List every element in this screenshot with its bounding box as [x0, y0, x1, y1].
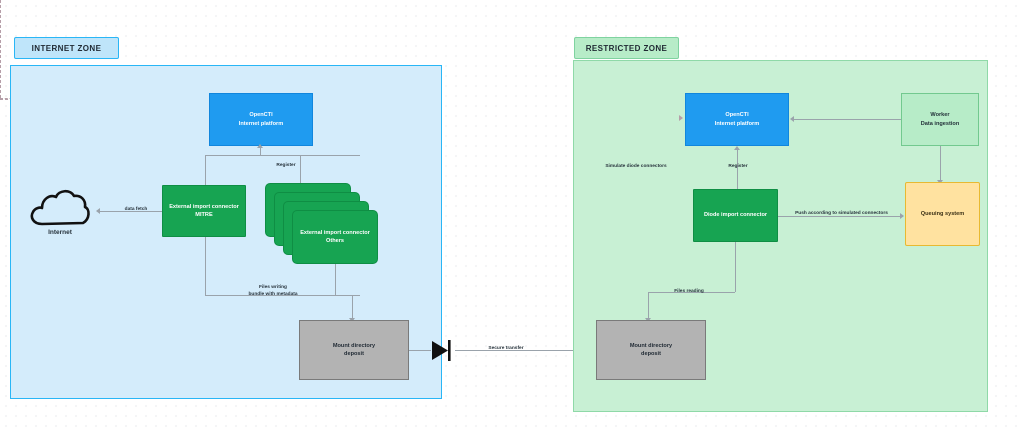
internet-cloud-icon	[28, 186, 92, 228]
edge-push-simulated-label: Push according to simulated connectors	[795, 211, 888, 216]
edge-files-writing-v-down	[352, 295, 353, 319]
mount-dir-left-line1: Mount directory	[332, 342, 376, 349]
edge-files-reading-label: Files reading	[674, 289, 704, 294]
edge-simulate-diode-label: Simulate diode connectors	[605, 164, 667, 169]
edge-files-reading-v-right	[735, 242, 736, 292]
external-import-connector-mitre-node[interactable]: External import connector MITRE	[162, 185, 246, 237]
edge-register-left-v-mitre	[205, 155, 206, 187]
mount-directory-deposit-left-node[interactable]: Mount directory deposit	[299, 320, 409, 380]
worker-line2: Data ingestion	[920, 120, 960, 127]
edge-register-left-h	[205, 155, 360, 156]
internet-zone-badge: INTERNET ZONE	[14, 37, 119, 59]
edge-register-right-line	[737, 150, 738, 190]
edge-push-simulated-arrowhead	[900, 213, 904, 219]
edge-files-writing-label-line2: bundle with metadata	[248, 292, 298, 297]
edge-register-left-v-up	[260, 148, 261, 156]
edge-secure-transfer-label: Secure transfer	[488, 346, 524, 351]
mount-directory-deposit-right-node[interactable]: Mount directory deposit	[596, 320, 706, 380]
mount-dir-left-line2: deposit	[344, 351, 364, 357]
mount-dir-right-line1: Mount directory	[629, 342, 673, 349]
edge-push-simulated-line	[778, 216, 903, 217]
worker-line1: Worker	[930, 112, 950, 119]
opencti-internet-platform-node[interactable]: OpenCTI Internet platform	[209, 93, 313, 146]
restricted-zone-badge: RESTRICTED ZONE	[574, 37, 679, 59]
edge-data-fetch-line	[100, 211, 162, 212]
edge-simulate-diode-arrowhead	[679, 115, 683, 121]
internet-cloud-label: Internet	[48, 229, 72, 236]
edge-files-writing-label-line1: Files writing	[259, 285, 287, 290]
connector-others-line2: Others	[325, 238, 345, 244]
edge-simulate-diode-v	[0, 0, 1, 98]
edge-data-fetch-label: data fetch	[124, 207, 148, 212]
edge-data-fetch-arrowhead	[96, 208, 100, 214]
edge-secure-transfer-line-right	[455, 350, 595, 351]
connector-mitre-line2: MITRE	[195, 212, 213, 218]
external-import-connector-others-node[interactable]: External import connector Others	[292, 210, 378, 264]
internet-zone-badge-label: INTERNET ZONE	[31, 43, 102, 53]
edge-files-reading-h	[648, 292, 735, 293]
diode-import-connector-label: Diode import connector	[703, 212, 768, 219]
edge-worker-to-opencti-line	[794, 119, 901, 120]
mount-dir-right-line2: deposit	[641, 351, 661, 357]
edge-files-writing-v-others	[335, 264, 336, 295]
opencti-restricted-line2: Internet platform	[714, 120, 760, 127]
edge-secure-transfer-line-left	[409, 350, 431, 351]
edge-files-writing-v-mitre	[205, 237, 206, 295]
opencti-internet-platform-line2: Internet platform	[238, 120, 284, 127]
edge-register-left-label: Register	[276, 163, 296, 168]
connector-mitre-line1: External import connector	[169, 203, 239, 210]
worker-data-ingestion-node[interactable]: Worker Data ingestion	[901, 93, 979, 146]
edge-register-right-arrowhead	[734, 146, 740, 150]
edge-worker-to-queuing-line	[940, 146, 941, 181]
queuing-system-node[interactable]: Queuing system	[905, 182, 980, 246]
queuing-system-label: Queuing system	[920, 210, 965, 217]
data-diode-symbol	[430, 338, 456, 363]
edge-register-left-arrowhead	[257, 144, 263, 148]
edge-worker-to-opencti-arrowhead	[790, 116, 794, 122]
diode-import-connector-node[interactable]: Diode import connector	[693, 189, 778, 242]
opencti-restricted-line1: OpenCTI	[725, 112, 749, 119]
edge-files-reading-v-left	[648, 292, 649, 319]
edge-files-writing-h	[205, 295, 360, 296]
connector-others-line1: External import connector	[300, 229, 370, 236]
edge-register-left-v-others	[300, 155, 301, 185]
opencti-internet-platform-line1: OpenCTI	[249, 112, 273, 119]
opencti-restricted-platform-node[interactable]: OpenCTI Internet platform	[685, 93, 789, 146]
edge-register-right-label: Register	[728, 164, 748, 169]
restricted-zone-badge-label: RESTRICTED ZONE	[585, 43, 668, 53]
